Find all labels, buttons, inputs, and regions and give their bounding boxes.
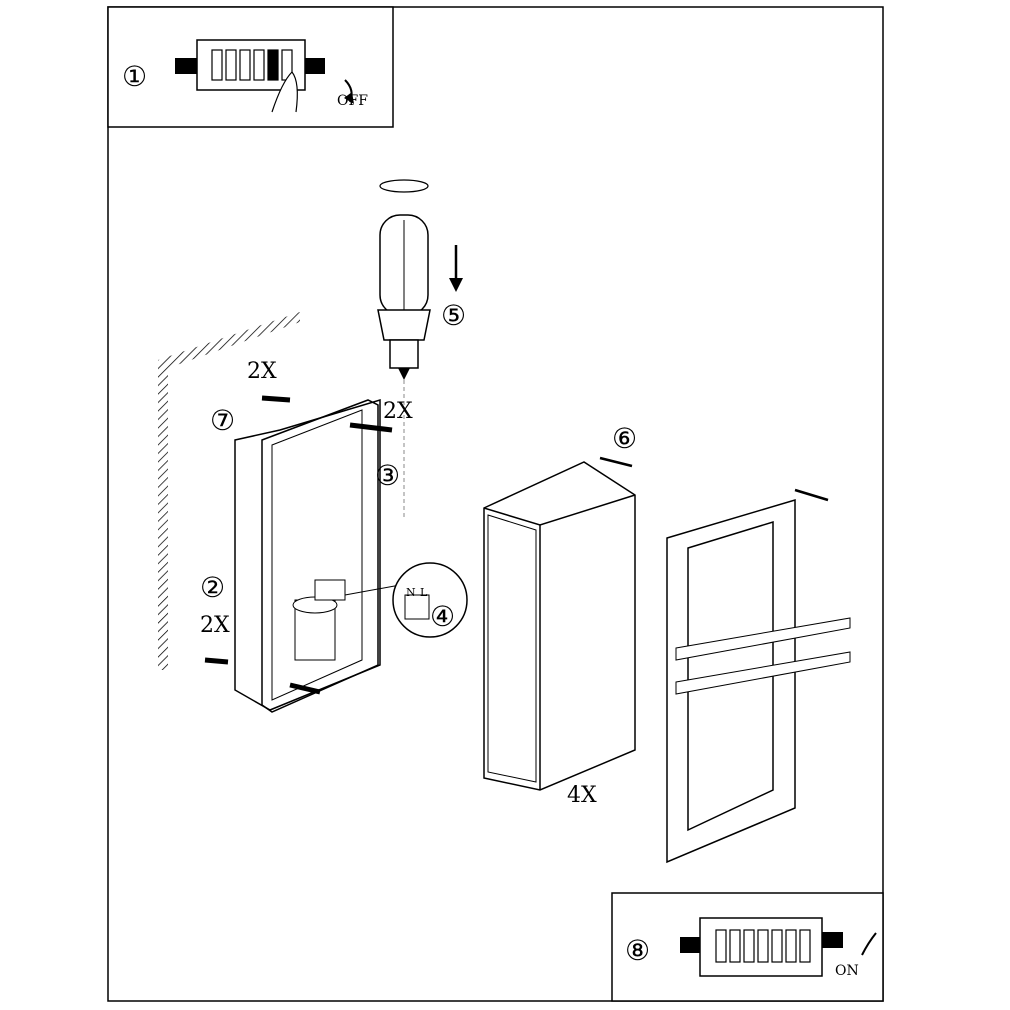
frame-arrow-icon: [794, 488, 829, 502]
step6-number: ⑥: [612, 422, 637, 455]
step7-count: 2X: [247, 359, 277, 384]
bulb-illustration: [377, 179, 431, 520]
cover-housing: [483, 461, 636, 791]
outer-frame: [107, 6, 884, 1002]
live-label: L: [420, 586, 428, 599]
circuit-breaker-icon: [175, 39, 325, 113]
step8-number: ⑧: [625, 934, 650, 967]
base-housing: [234, 398, 381, 713]
step1-number: ①: [122, 60, 147, 93]
step1-panel: ① OFF: [107, 6, 394, 128]
wiring-detail: N L ④: [344, 562, 468, 638]
left-arrow-icon: [599, 456, 633, 468]
on-label: ON: [835, 963, 859, 979]
step8-panel: ⑧ ON: [611, 892, 884, 1002]
screw-icon: [204, 395, 393, 695]
step3-number: ③: [375, 459, 400, 492]
step2-count: 2X: [200, 613, 230, 638]
step7-number: ⑦: [210, 404, 235, 437]
step4-number: ④: [430, 600, 455, 633]
off-label: OFF: [337, 93, 368, 109]
front-frame: [666, 498, 851, 864]
step5-number: ⑤: [441, 299, 466, 332]
rotate-icon: [379, 179, 429, 193]
neutral-label: N: [406, 586, 416, 599]
step2-number: ②: [200, 571, 225, 604]
rotate-up-arrow-icon: [861, 932, 877, 956]
circuit-breaker-icon: [680, 917, 843, 977]
step3-count: 2X: [383, 399, 413, 424]
step6-count: 4X: [567, 783, 597, 808]
